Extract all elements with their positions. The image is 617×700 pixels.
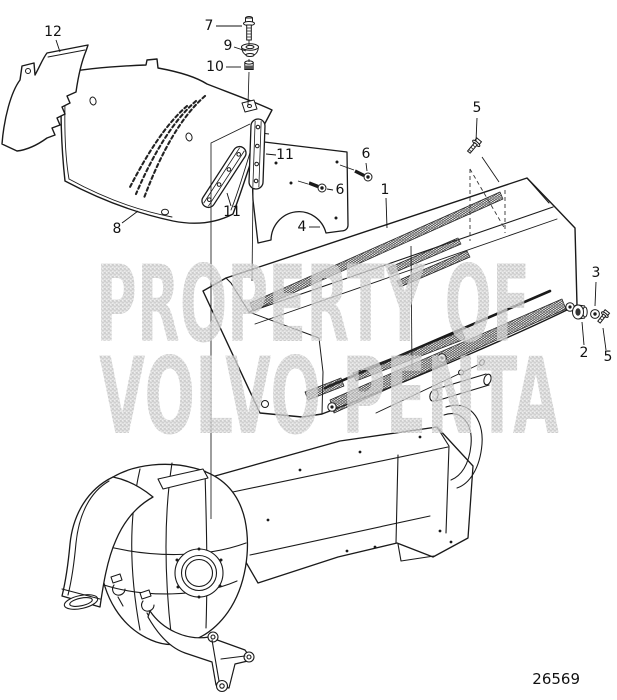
part-8-heat-shield (60, 58, 273, 224)
watermark-line-1: PROPERTY OF (96, 243, 530, 366)
perforated-strips (249, 191, 567, 414)
part-1-cover (202, 177, 578, 418)
watermark-line-2: VOLVO PENTA (99, 335, 559, 458)
callout-8: 8 (113, 221, 122, 237)
support-bracket (147, 610, 253, 689)
spacer-10 (244, 60, 254, 70)
screw-5-bottom (597, 309, 611, 324)
grommet-2 (572, 304, 588, 320)
callout-leader-lines (55, 25, 607, 351)
screw-5-top (466, 137, 483, 154)
screw-6-left (297, 180, 327, 193)
callout-5b: 5 (604, 349, 613, 365)
callout-11a: 11 (276, 147, 294, 163)
callout-3: 3 (592, 265, 601, 281)
screw-6-right (339, 164, 373, 182)
engine-bolt-dots (266, 435, 453, 553)
callout-5a: 5 (473, 100, 482, 116)
callout-12: 12 (44, 24, 62, 40)
screw-5-pointer (481, 156, 500, 183)
dashed-guides (469, 168, 506, 241)
engine-assembly (61, 359, 492, 693)
callout-6a: 6 (362, 146, 371, 162)
watermark: PROPERTY OF VOLVO PENTA (96, 243, 559, 458)
callout-9: 9 (224, 38, 233, 54)
washer-3 (590, 309, 600, 319)
part-12-side-shield (1, 44, 89, 152)
callout-6b: 6 (336, 182, 345, 198)
callout-2: 2 (580, 345, 589, 361)
vent-slots (127, 94, 207, 200)
grommet-9 (240, 43, 260, 57)
callout-7: 7 (205, 18, 214, 34)
bolt-7 (243, 16, 255, 41)
callout-11b: 11 (223, 204, 241, 220)
callout-1: 1 (381, 182, 390, 198)
toggle-clamps (110, 573, 155, 623)
assembly-leader-lines (210, 40, 413, 519)
callout-4: 4 (298, 219, 307, 235)
callout-10: 10 (206, 59, 224, 75)
engine-body (207, 426, 474, 584)
part-11-bracket-upper (248, 118, 266, 190)
figure-number: 26569 (532, 670, 580, 688)
